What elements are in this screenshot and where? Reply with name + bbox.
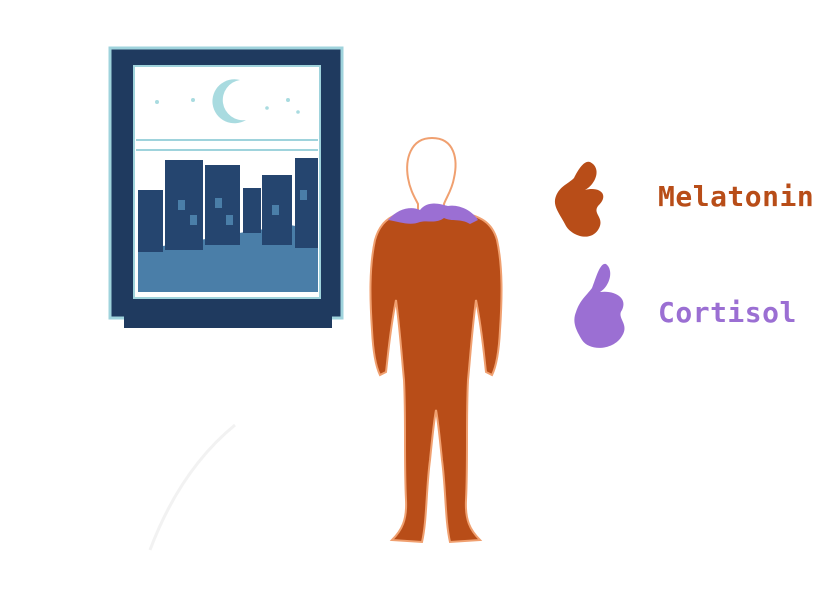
city-skyline-front [138,158,318,252]
cortisol-label: Cortisol [658,296,797,329]
cortisol-swatch [574,263,625,348]
human-body-icon [369,136,503,544]
light-sweep [148,423,236,551]
melatonin-label: Melatonin [658,180,815,213]
melatonin-swatch [554,161,604,237]
night-window-icon [108,46,344,328]
shoulder-cortisol-marker [388,203,478,224]
crescent-moon-icon [212,79,246,124]
stars [155,98,300,114]
